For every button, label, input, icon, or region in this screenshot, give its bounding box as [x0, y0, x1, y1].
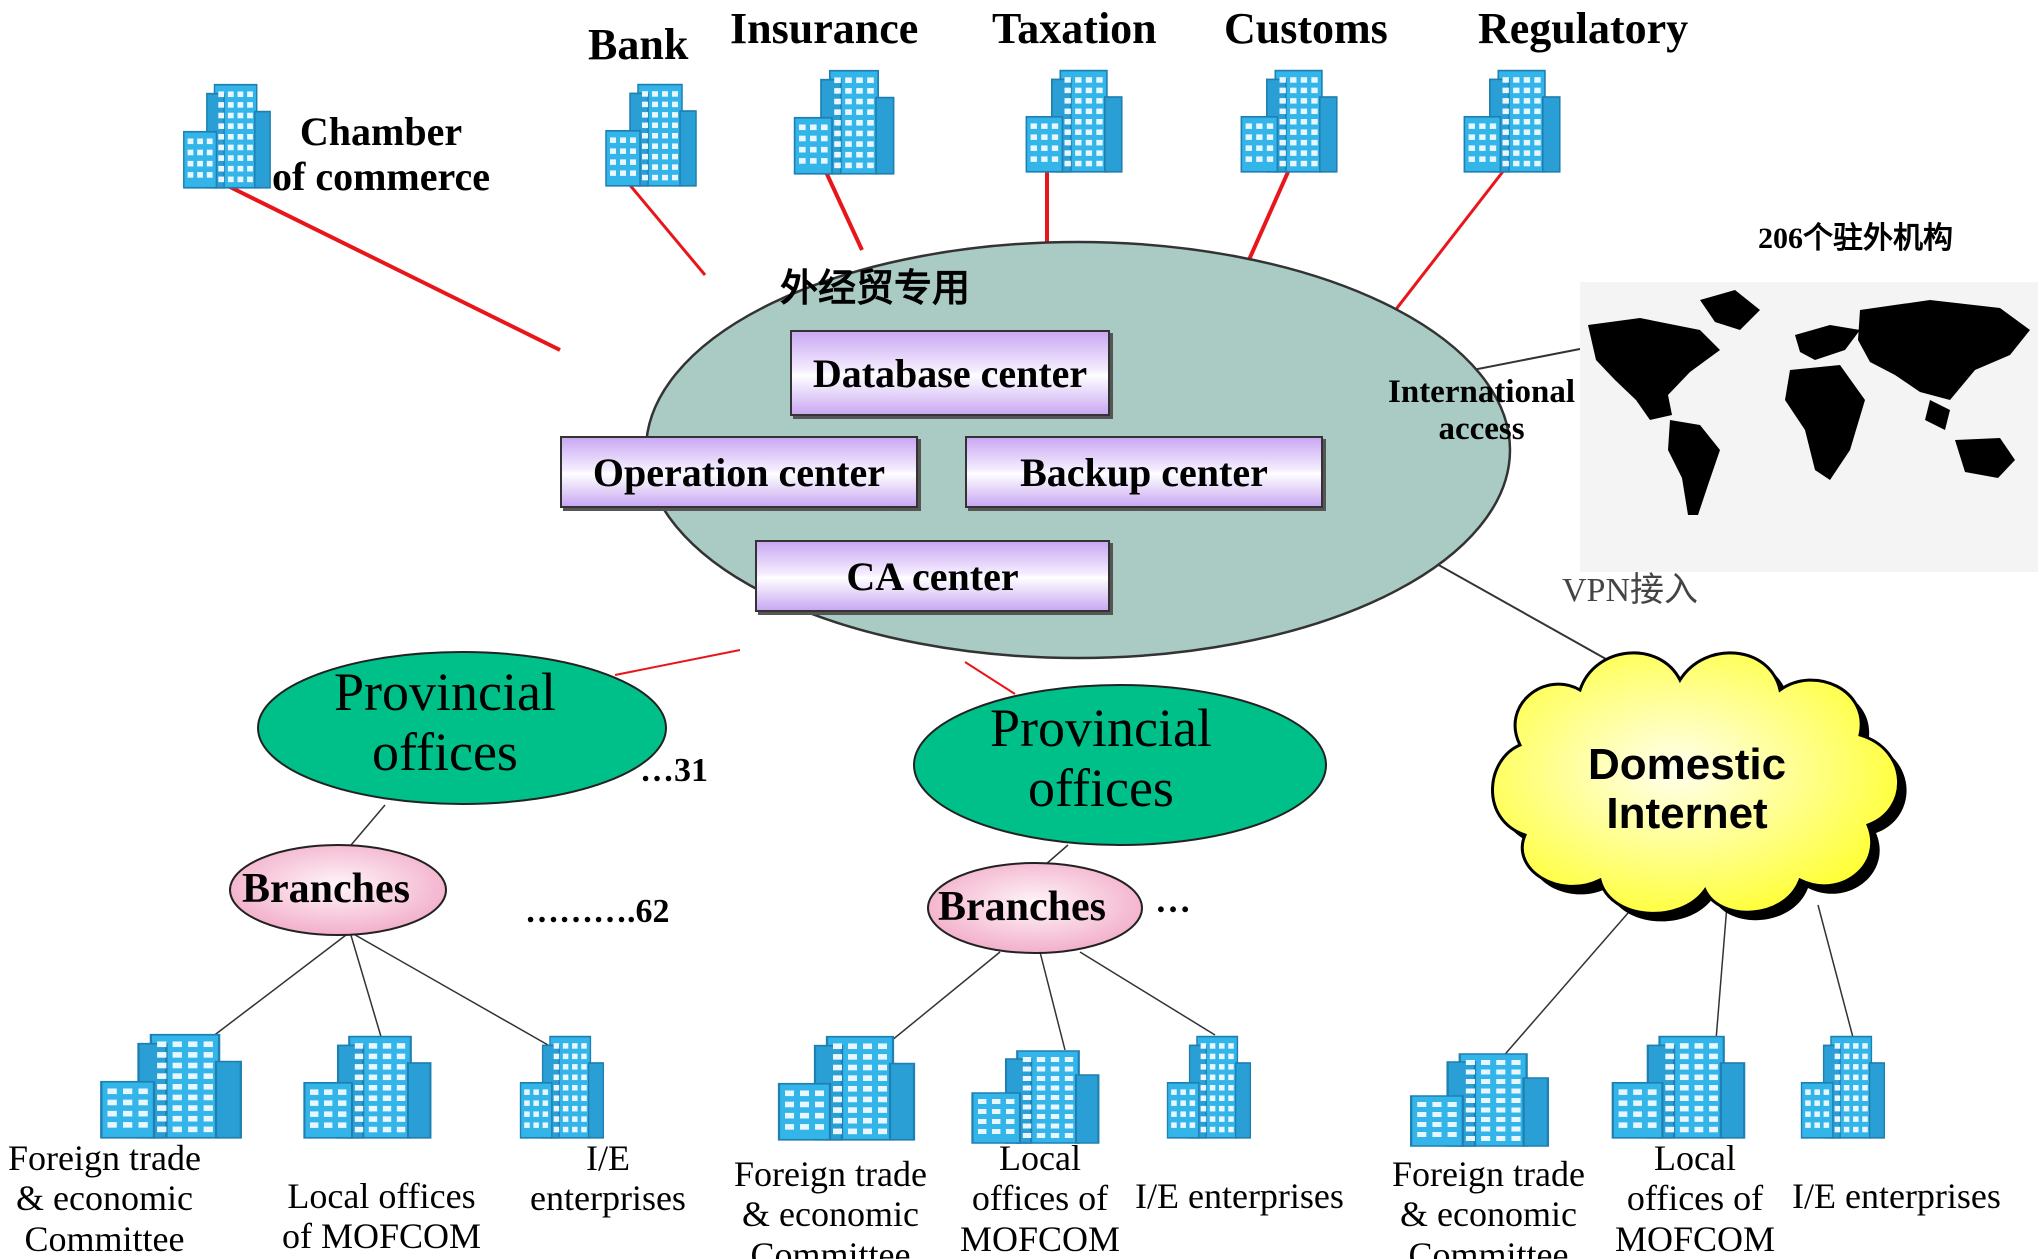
link-provincial-left: [614, 649, 741, 676]
link-branch-middle-2: [1039, 951, 1066, 1051]
agency-label-regulatory: Regulatory: [1478, 4, 1689, 53]
provincial-label-middle: Provincial offices: [990, 698, 1212, 819]
branches-ellipse-left: [229, 844, 447, 936]
building-icon: [1409, 1053, 1550, 1147]
link-cloud-2: [1715, 904, 1728, 1041]
branches-more-middle: …: [1155, 880, 1191, 920]
provincial-ellipse-middle: [913, 684, 1327, 846]
international-access-label: International access: [1388, 374, 1576, 447]
agency-label-taxation: Taxation: [992, 4, 1157, 53]
agency-label-customs: Customs: [1224, 4, 1388, 53]
domestic-internet-label: Domestic Internet: [1588, 740, 1787, 839]
building-icon: [1800, 1035, 1886, 1139]
link-branch-left-3: [349, 931, 549, 1046]
hub-title: 外经贸专用: [780, 268, 971, 310]
link-branch-middle-3: [1079, 951, 1216, 1036]
building-icon: [1240, 69, 1338, 173]
provincial-ellipse-left: [257, 651, 667, 805]
building-icon: [793, 69, 895, 175]
agency-label-bank: Bank: [588, 20, 689, 69]
link-bank: [622, 177, 707, 276]
building-icon: [777, 1035, 916, 1141]
committee-label-3: Foreign trade & economic Committee: [1392, 1154, 1585, 1259]
building-icon: [1611, 1035, 1746, 1139]
building-icon: [1463, 69, 1561, 173]
local-offices-label-1: Local offices of MOFCOM: [282, 1176, 482, 1257]
branches-label-middle: Branches: [938, 884, 1106, 930]
overseas-count-label: 206个驻外机构: [1758, 222, 1953, 255]
cloud-icon: [1491, 651, 1907, 922]
branches-label-left: Branches: [242, 866, 410, 912]
building-icon: [971, 1050, 1100, 1144]
link-cloud-3: [1817, 904, 1856, 1046]
provincial-count-left: …31: [640, 752, 708, 789]
enterprises-label-1: I/E enterprises: [530, 1138, 686, 1219]
link-chamber: [227, 184, 561, 352]
backup-center-box: Backup center: [965, 436, 1323, 508]
branches-count-left: ……….62: [525, 893, 670, 930]
local-offices-label-2: Local offices of MOFCOM: [960, 1138, 1121, 1259]
provincial-label-left: Provincial offices: [334, 662, 556, 783]
branches-ellipse-middle: [927, 862, 1143, 954]
link-branch-left-1: [207, 931, 351, 1041]
building-icon: [519, 1035, 605, 1139]
link-insurance: [824, 171, 864, 251]
database-center-box: Database center: [790, 330, 1110, 416]
link-provincial-middle: [964, 661, 1016, 695]
building-icon: [100, 1033, 242, 1139]
operation-center-box: Operation center: [560, 436, 918, 508]
building-icon: [303, 1035, 432, 1139]
link-branch-left-2: [349, 931, 383, 1041]
chamber-label: Chamber of commerce: [272, 109, 491, 199]
building-icon: [605, 83, 697, 187]
committee-label-1: Foreign trade & economic Committee: [8, 1138, 201, 1259]
link-prov-branch-middle: [1044, 844, 1069, 866]
ca-center-box: CA center: [755, 540, 1110, 612]
building-icon: [1025, 69, 1123, 173]
building-icon: [183, 83, 271, 189]
agency-label-insurance: Insurance: [730, 4, 919, 53]
vpn-label: VPN接入: [1562, 572, 1699, 609]
committee-label-2: Foreign trade & economic Committee: [734, 1154, 927, 1259]
link-cloud-1: [1499, 904, 1636, 1061]
link-branch-middle-1: [879, 951, 1001, 1051]
world-map-icon: [1580, 282, 2038, 572]
building-icon: [1166, 1035, 1252, 1139]
local-offices-label-3: Local offices of MOFCOM: [1615, 1138, 1776, 1259]
enterprises-label-3: I/E enterprises: [1792, 1176, 2001, 1216]
enterprises-label-2: I/E enterprises: [1135, 1176, 1344, 1216]
